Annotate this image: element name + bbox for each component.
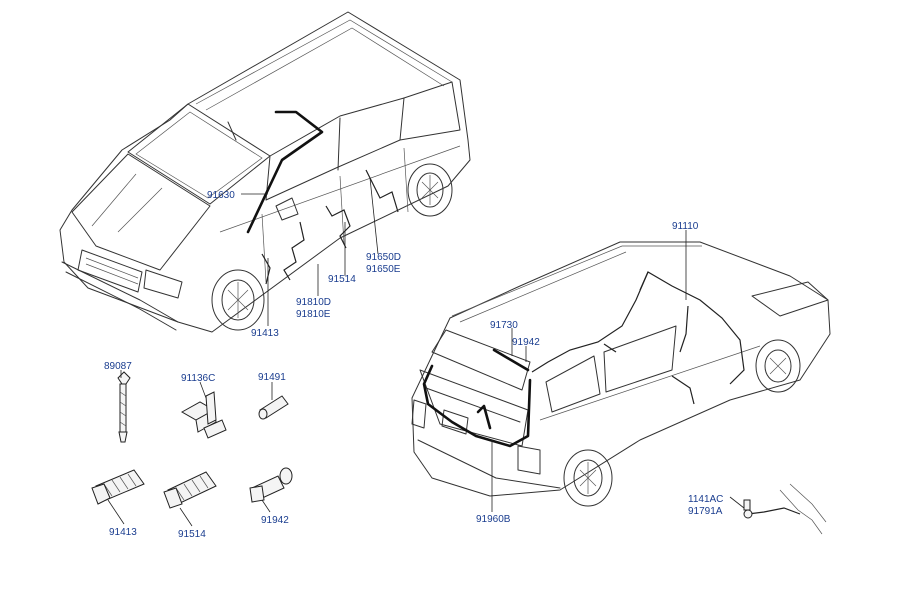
- part-91413-tube: [91, 469, 145, 505]
- leader-lines: [107, 177, 745, 527]
- part-91942-grommet: [249, 467, 293, 503]
- label-91514-top: 91514: [328, 274, 356, 285]
- label-91810d: 91810D: [296, 297, 331, 308]
- label-91413-top: 91413: [251, 328, 279, 339]
- label-91491: 91491: [258, 372, 286, 383]
- label-91136c: 91136C: [181, 373, 215, 384]
- label-91650d: 91650D: [366, 252, 401, 263]
- label-91110: 91110: [672, 221, 699, 232]
- label-91942-top: 91942: [512, 337, 540, 348]
- label-91942-bottom: 91942: [261, 515, 289, 526]
- part-labels: 91630 91650D 91650E 91514 91810D 91810E …: [104, 190, 723, 540]
- front-vehicle-illustration: [59, 11, 471, 333]
- part-91136c-bracket: [180, 391, 227, 439]
- label-91650e: 91650E: [366, 264, 401, 275]
- part-1141ac-ground: [743, 483, 827, 535]
- label-91810e: 91810E: [296, 309, 331, 320]
- part-91514-tube: [163, 471, 217, 509]
- label-1141ac: 1141AC: [688, 494, 723, 505]
- label-91960b: 91960B: [476, 514, 511, 525]
- part-89087-clip: [117, 371, 131, 443]
- label-91791a: 91791A: [688, 506, 723, 517]
- part-91491-tube: [258, 395, 289, 420]
- label-91730: 91730: [490, 320, 518, 331]
- label-91514-bottom: 91514: [178, 529, 206, 540]
- rear-vehicle-illustration: [411, 241, 831, 507]
- label-91413-bottom: 91413: [109, 527, 137, 538]
- label-89087: 89087: [104, 361, 132, 372]
- label-91630: 91630: [207, 190, 235, 201]
